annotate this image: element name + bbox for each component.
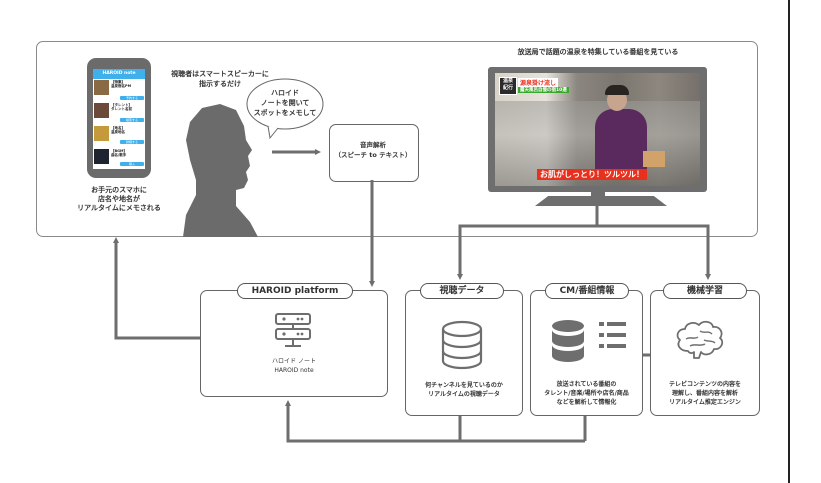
arrow-tv-to-ml: [597, 224, 711, 280]
phone-action-button[interactable]: 検索する: [120, 118, 144, 122]
phone-thumb: [94, 149, 109, 164]
tv-screen: 温泉 紀行 源泉掛け流し 露天風呂自慢の宿10選 お肌がしっとり！ツルツル！: [495, 73, 700, 186]
tv-logo-line1: 温泉: [502, 78, 513, 84]
platform-line1: ハロイド ノート: [272, 358, 316, 365]
speech-line3: スポットをメモして: [253, 109, 317, 117]
phone-item-line2: 温泉地名: [111, 130, 125, 134]
phone-list-item[interactable]: 【地名】温泉地名: [93, 125, 145, 148]
viewing-data-title: 視聴データ: [420, 283, 504, 299]
phone-item-line1: 【特集】: [111, 80, 125, 84]
asr-subtitle: （スピーチ to テキスト）: [334, 151, 412, 159]
ml-line2: 理解し、番組内容を解析: [671, 390, 738, 397]
phone-caption-line2: 店名や地名が: [98, 195, 140, 203]
phone-item-line1: 【BGM】: [111, 149, 128, 153]
tv-title-red: 源泉掛け流し: [518, 78, 559, 87]
phone-thumb: [94, 80, 109, 95]
machine-learning-box: [650, 290, 760, 416]
cm-info-title: CM/番組情報: [545, 283, 629, 299]
phone-action-button[interactable]: 詳細する: [120, 140, 144, 144]
phone-item-line1: 【タレント】: [111, 103, 132, 107]
viewing-data-line1: 何チャンネルを見ているのか: [425, 382, 503, 389]
viewing-data-box: [405, 290, 523, 416]
phone-item-line2: タレント名前: [111, 107, 132, 111]
tv-channel-logo: 温泉 紀行: [499, 77, 517, 95]
arrow-tv-to-viewing-data: [457, 224, 597, 280]
viewer-caption-line1: 視聴者はスマートスピーカーに: [171, 70, 269, 78]
tv-stand-base: [535, 196, 667, 206]
phone-action-button[interactable]: 予約する: [120, 96, 144, 100]
ml-line3: リアルタイム推定エンジン: [669, 399, 741, 406]
arrow-platform-to-phone: [113, 237, 200, 340]
cm-info-box: [530, 290, 643, 416]
arrow-data-to-platform: [285, 400, 585, 443]
tv-person-hair: [605, 85, 629, 95]
speech-line2: ノートを開いて: [260, 99, 310, 107]
platform-line2: HAROID note: [274, 367, 314, 374]
phone-item-line2: 曲名/歌手: [111, 153, 127, 157]
phone-caption-line3: リアルタイムにメモされる: [77, 204, 161, 212]
page-right-border: [788, 0, 790, 483]
viewing-data-line2: リアルタイムの視聴データ: [428, 391, 500, 398]
cm-info-line2: タレント/音楽/場所や店名/商品: [544, 390, 629, 397]
phone-caption-line1: お手元のスマホに: [91, 186, 147, 194]
phone-item-line2: 温泉宿名PM: [111, 84, 132, 88]
phone-item-line1: 【地名】: [111, 126, 125, 130]
machine-learning-title: 機械学習: [663, 283, 747, 299]
phone-list-item[interactable]: 【BGM】曲名/歌手: [93, 148, 145, 169]
tv-title-green: 露天風呂自慢の宿10選: [518, 87, 569, 93]
phone-list-item[interactable]: 【特集】温泉宿名PM: [93, 79, 145, 102]
speech-line1: ハロイド: [271, 89, 299, 97]
tv-person-robe: [595, 109, 647, 179]
tv-caption: 放送局で話題の温泉を特集している番組を見ている: [517, 48, 679, 56]
ml-line1: テレビコンテンツの内容を: [668, 381, 741, 388]
phone-list-item[interactable]: 【タレント】タレント名前: [93, 102, 145, 125]
tv-wooden-bucket: [643, 151, 665, 167]
phone-app-title: HAROID note: [93, 69, 145, 79]
cm-info-line3: などを解析して情報化: [556, 399, 617, 406]
speech-text: ハロイド ノートを開いて スポットをメモして: [247, 88, 323, 118]
phone-thumb: [94, 103, 109, 118]
phone-action-button[interactable]: 購入: [120, 162, 144, 166]
speech-to-text-box: [329, 124, 419, 182]
asr-title: 音声解析: [360, 141, 386, 149]
haroid-platform-title: HAROID platform: [237, 283, 353, 299]
phone-thumb: [94, 126, 109, 141]
tv-subtitle: お肌がしっとり！ツルツル！: [537, 169, 647, 180]
tv-logo-line2: 紀行: [502, 85, 513, 91]
viewer-caption-line2: 指示するだけ: [199, 80, 241, 88]
cm-info-line1: 放送されている番組の: [556, 381, 617, 388]
